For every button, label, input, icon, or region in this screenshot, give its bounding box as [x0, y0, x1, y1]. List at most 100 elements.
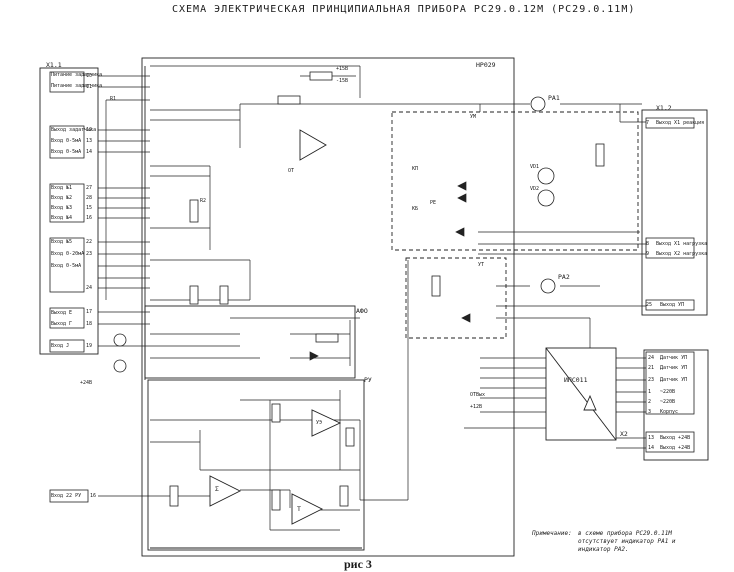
component-kb: КБ [412, 206, 419, 212]
terminal-label: Вход 22 РУ [51, 493, 82, 499]
opamp-main [299, 129, 327, 161]
component-vd1: VD1 [530, 164, 540, 170]
terminal-pin: 7 [646, 120, 650, 126]
component-r2: R2 [200, 198, 207, 204]
connector-x2-frame [643, 349, 709, 461]
terminal-label: Вход №5 [51, 239, 73, 245]
terminal-pin: 23 [86, 251, 93, 257]
note-line3: индикатор РА2. [578, 546, 629, 553]
connector-x12-label: Х1.2 [656, 104, 672, 112]
terminal-pin: 17 [86, 309, 93, 315]
power-plus24: +24В [80, 380, 93, 386]
connector-x11-label: Х1.1 [46, 61, 62, 69]
terminal-label: ~220В [660, 389, 676, 395]
terminal-pin: 16 [86, 215, 93, 221]
terminal-label: Питание задатчика [51, 83, 103, 89]
terminal-label: Датчик УП [660, 365, 688, 371]
terminal-pin: 13 [86, 138, 93, 144]
meter-pa2 [540, 278, 556, 294]
terminal-label: Выход +24В [660, 435, 691, 441]
terminal-pin: 16 [90, 493, 97, 499]
terminal-label: Вход №1 [51, 185, 73, 191]
component-r1: R1 [110, 96, 117, 102]
terminal-pin: 8 [646, 241, 650, 247]
connector-x12-frame [641, 109, 708, 316]
terminal-pin: 1 [648, 389, 652, 395]
main-board-frame [141, 57, 515, 557]
terminal-label: Вход 0-5мА [51, 138, 82, 144]
terminal-pin: 2 [648, 399, 652, 405]
terminal-pin: 21 [648, 365, 655, 371]
note-line1: в схеме прибора РС29.0.11М [578, 530, 672, 537]
afo-label: АФО [356, 307, 368, 315]
ru-label: РУ [364, 376, 372, 384]
terminal-pin: 22 [86, 239, 93, 245]
terminal-label: Вход J [51, 343, 70, 349]
terminal-pin: 9 [646, 251, 650, 257]
terminal-pin: 14 [86, 149, 93, 155]
main-board-label: НР029 [476, 61, 496, 69]
terminal-label: Вход 0-5мА [51, 149, 82, 155]
opamp-uy [311, 409, 342, 437]
terminal-label: Вход 0-5мА [51, 263, 82, 269]
terminal-pin: 28 [86, 195, 93, 201]
terminal-label: Выход Г [51, 321, 73, 327]
terminal-label: Корпус [660, 409, 679, 415]
terminal-label: Выход Х1 нагрузка [656, 241, 708, 247]
connector-x11-frame [39, 67, 99, 355]
component-pe: РЕ [430, 200, 437, 206]
note-line2: отсутствует индикатор РА1 и [578, 538, 676, 545]
terminal-label: Датчик УП [660, 355, 688, 361]
terminal-label: Выход Х1 реакция [656, 120, 705, 126]
power-minus15: -15В [336, 78, 349, 84]
ips-arrow [583, 394, 597, 411]
meter-pa1-label: РА1 [548, 94, 560, 102]
figure-caption: рис 3 [344, 557, 372, 571]
component-kp: КП [412, 166, 419, 172]
power-plus15: +15В [336, 66, 349, 72]
terminal-pin: 25 [646, 302, 653, 308]
meter-pa1 [530, 96, 546, 112]
ut-label: УТ [478, 262, 485, 268]
terminal-pin: 12 [86, 127, 93, 133]
terminal-pin: 27 [86, 185, 93, 191]
power-plus12: +12В [470, 404, 483, 410]
terminal-pin: 24 [86, 285, 93, 291]
component-uy: УЭ [316, 420, 323, 426]
terminal-pin: 11 [86, 84, 93, 90]
ground-ot2: ОТВых [470, 392, 486, 398]
terminal-label: Вход №4 [51, 215, 73, 221]
note-title: Примечание: [532, 530, 572, 537]
terminal-label: Вход 0-20мА [51, 251, 85, 257]
terminal-label: Вход №2 [51, 195, 73, 201]
terminal-label: Выход задатчика [51, 127, 97, 133]
terminal-pin: 14 [648, 445, 655, 451]
meter-pa2-label: РА2 [558, 273, 570, 281]
ground-ot: ОТ [288, 168, 295, 174]
opamp-sigma [209, 475, 242, 507]
terminal-label: Выход Е [51, 310, 73, 316]
terminal-pin: 15 [86, 205, 93, 211]
terminal-pin: 10 [86, 73, 93, 79]
ips-label: ИПС011 [564, 376, 588, 384]
component-sigma: Σ [215, 485, 219, 493]
terminal-label: ~220В [660, 399, 676, 405]
terminal-label: Выход УП [660, 302, 685, 308]
um-block-frame [391, 111, 639, 251]
ru-block-frame [147, 379, 365, 551]
component-vd2: VD2 [530, 186, 540, 192]
page-title: СХЕМА ЭЛЕКТРИЧЕСКАЯ ПРИНЦИПИАЛЬНАЯ ПРИБО… [172, 4, 636, 15]
connector-x2-label: Х2 [620, 430, 628, 438]
terminal-pin: 18 [86, 321, 93, 327]
afo-block-frame [144, 305, 356, 379]
terminal-pin: 19 [86, 343, 93, 349]
opamp-t [291, 493, 324, 525]
ut-block-frame [405, 257, 507, 339]
component-t: Т [297, 505, 301, 513]
terminal-label: Выход +24В [660, 445, 691, 451]
ips-block-frame [545, 347, 617, 441]
terminal-label: Выход Х2 нагрузка [656, 251, 708, 257]
terminal-label: Вход №3 [51, 205, 73, 211]
terminal-label: Датчик УП [660, 377, 688, 383]
